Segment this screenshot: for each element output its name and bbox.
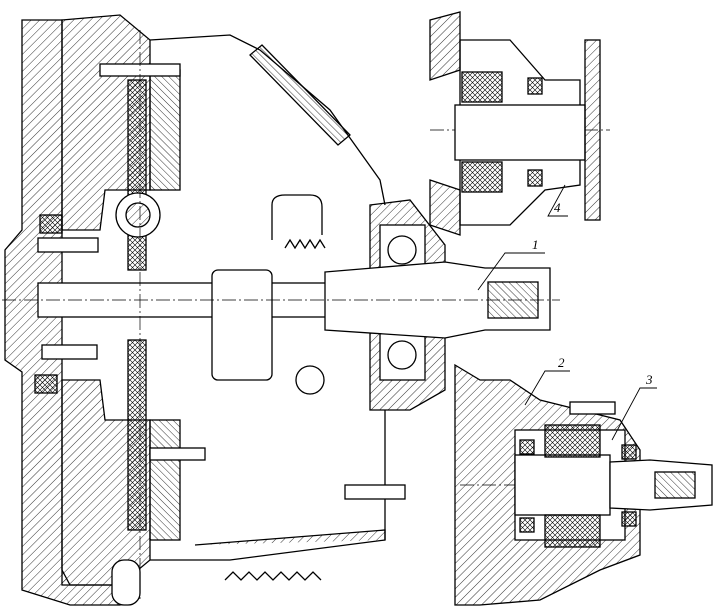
bolt-bottom	[149, 447, 206, 461]
friction-disc-upper	[127, 79, 147, 271]
release-lever	[249, 44, 351, 146]
cross-shaft	[295, 365, 325, 395]
callout-2: 2	[558, 355, 565, 370]
detail-4-bearing-lower	[461, 161, 503, 193]
detail-view-2-3	[454, 363, 713, 606]
detail-4-seal-bot	[527, 169, 543, 187]
pressure-plate-upper	[149, 69, 181, 191]
oil-pipe	[271, 194, 323, 240]
main-assembly	[4, 14, 551, 606]
detail-3-seal-bot	[621, 511, 637, 527]
callout-4: 4	[554, 200, 561, 215]
detail-2-bolt	[569, 401, 616, 415]
detail-4-body	[459, 39, 581, 226]
return-spring	[284, 238, 326, 250]
callout-1: 1	[532, 237, 539, 252]
spline-hub-inner	[125, 202, 151, 228]
detail-4-seal-top	[527, 77, 543, 95]
seal-lower	[34, 374, 58, 394]
shaft-collar	[211, 269, 273, 381]
lower-bolt	[344, 484, 406, 500]
detail-2-shaft	[514, 454, 611, 516]
drain-plug	[111, 559, 141, 606]
bolt-mid-upper	[37, 237, 99, 253]
ball-upper	[387, 235, 417, 265]
detail-3-bearing-upper	[544, 424, 601, 458]
cover-lower-flange	[194, 529, 386, 546]
detail-2-seal-top	[519, 439, 535, 455]
detail-4-shaft	[454, 104, 586, 161]
friction-disc-lower	[127, 339, 147, 531]
detail-4-flange	[584, 39, 601, 221]
detail-3-spline	[654, 471, 696, 499]
bolt-mid-lower	[41, 344, 98, 360]
detail-3-seal-top	[621, 444, 637, 460]
ball-lower	[387, 340, 417, 370]
ring-gear	[224, 571, 322, 581]
detail-2-seal-bot	[519, 517, 535, 533]
pressure-plate-lower	[149, 419, 181, 541]
callout-3: 3	[645, 372, 653, 387]
seal-upper	[39, 214, 63, 234]
detail-view-4	[429, 11, 601, 236]
detail-4-bearing	[461, 71, 503, 103]
detail-3-bearing-lower	[544, 514, 601, 548]
leader-lines	[477, 184, 657, 441]
